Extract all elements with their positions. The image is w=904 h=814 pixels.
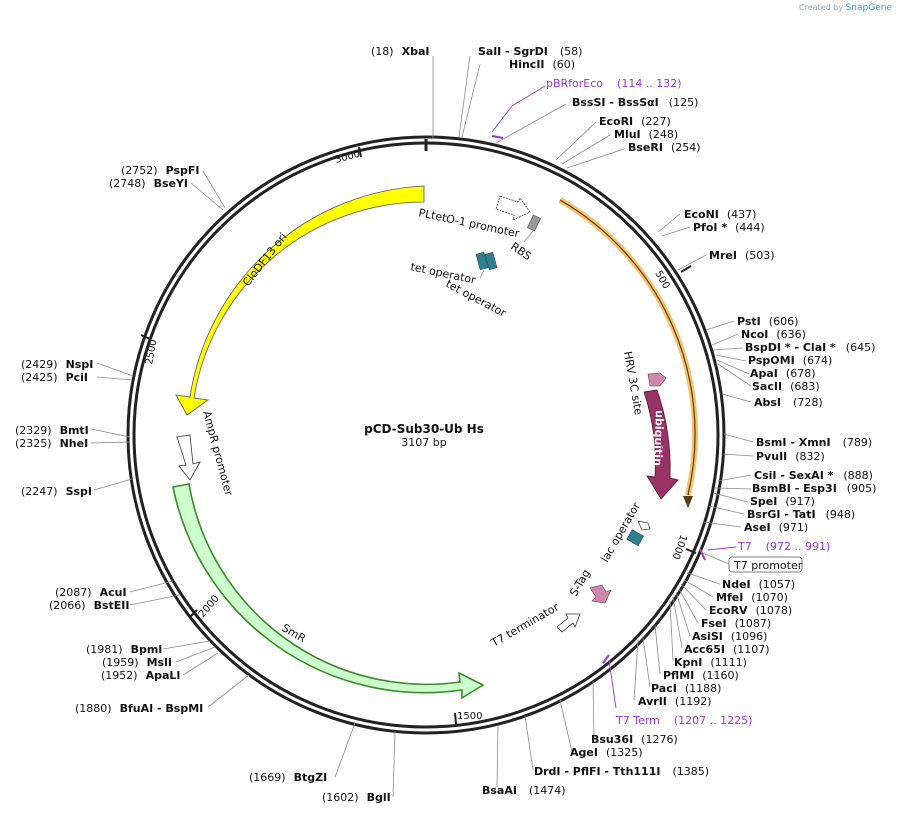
site-apali[interactable]: (1952)ApaLI (101, 669, 181, 682)
feature-tet-operators[interactable]: tet operator tet operator (409, 251, 509, 320)
plasmid-size: 3107 bp (401, 436, 446, 449)
feature-label-hrv-3c-site: HRV 3C site (621, 350, 645, 416)
site-bseri[interactable]: BseRI(254) (628, 141, 701, 154)
backbone-outer (126, 135, 726, 735)
site-bsrgi[interactable]: BsrGI - TatI(948) (747, 508, 855, 521)
tick-label-1500: 1500 (457, 711, 482, 722)
site-sspi[interactable]: (2247)SspI (21, 485, 92, 498)
snapgene-credit: Created by SnapGene (799, 3, 892, 13)
site-avrii[interactable]: AvrII(1192) (638, 695, 711, 708)
feature-label-tet-operator-2: tet operator (444, 277, 509, 320)
site-mrei[interactable]: MreI(503) (709, 249, 775, 262)
site-bsaai[interactable]: BsaAI(1474) (482, 784, 566, 797)
site-hincii[interactable]: HincII(60) (509, 58, 575, 71)
site-econi[interactable]: EcoNI(437) (684, 208, 756, 221)
site-mfei[interactable]: MfeI(1070) (716, 591, 788, 604)
feature-label-ubiquitin: ubiquitin (651, 410, 666, 466)
primer-range-t7-term: (1207 .. 1225) (674, 714, 753, 727)
site-bgli[interactable]: (1602)BglI (322, 791, 391, 804)
tick-label-1000: 1000 (669, 533, 688, 561)
primer-name-t7-term: T7 Term (615, 714, 660, 727)
primer-t7[interactable]: T7 (972 .. 991) (699, 540, 830, 561)
site-leaders (90, 55, 754, 798)
site-nspi[interactable]: (2429)NspI (21, 358, 93, 371)
site-pspfi[interactable]: (2752)PspFI (121, 164, 199, 177)
feature-t7-terminator[interactable]: T7 terminator (488, 600, 581, 650)
site-sali[interactable]: SalI - SgrDI(58) (478, 45, 582, 58)
feature-label-rbs: RBS (508, 240, 533, 263)
site-nhei[interactable]: (2325)NheI (15, 437, 88, 450)
site-spei[interactable]: SpeI(917) (750, 495, 815, 508)
site-acui[interactable]: (2087)AcuI (55, 586, 127, 599)
site-asisi[interactable]: AsiSI(1096) (692, 630, 767, 643)
site-drdi[interactable]: DrdI - PflFI - Tth111I(1385) (534, 765, 709, 778)
plasmid-name: pCD-Sub30-Ub Hs (364, 422, 484, 436)
primer-label-t7: T7 (972 .. 991) (737, 540, 830, 553)
site-btgzi[interactable]: (1669)BtgZI (249, 771, 327, 784)
site-kpni[interactable]: KpnI(1111) (674, 656, 747, 669)
site-psti[interactable]: PstI(606) (737, 315, 798, 328)
primer-range-t7: (972 .. 991) (766, 540, 831, 553)
feature-ubiquitin[interactable]: ubiquitin (643, 389, 679, 500)
site-bsssi[interactable]: BssSI - BssSαI(125) (572, 96, 698, 109)
site-bspdi[interactable]: BspDI * - ClaI *(645) (745, 341, 875, 354)
primer-name-t7: T7 (737, 540, 752, 553)
site-bseyi[interactable]: (2748)BseYI (109, 177, 188, 190)
tick-marks (140, 146, 697, 725)
tick-label-2500: 2500 (144, 339, 159, 366)
feature-label-tet-operator-1: tet operator (409, 260, 477, 287)
site-pflmi[interactable]: PflMI(1160) (663, 669, 739, 682)
site-pvuii[interactable]: PvuII(832) (756, 450, 825, 463)
site-msli[interactable]: (1959)MslI (102, 656, 172, 669)
site-mlui[interactable]: MluI(248) (614, 128, 678, 141)
feature-clodf13-ori[interactable]: CloDF13 ori (175, 185, 425, 416)
site-apai[interactable]: ApaI(678) (750, 367, 816, 380)
site-bsteii[interactable]: (2066)BstEII (49, 599, 129, 612)
site-paci[interactable]: PacI(1188) (651, 682, 721, 695)
primer-range-pbrforeco: (114 .. 132) (617, 77, 682, 90)
feature-label-clodf13-ori: CloDF13 ori (240, 230, 290, 288)
primer-label-t7-term: T7 Term (1207 .. 1225) (615, 714, 752, 727)
site-fsei[interactable]: FseI(1087) (701, 617, 771, 630)
credit-text: Created by (799, 3, 844, 12)
site-pspomi[interactable]: PspOMI(674) (748, 354, 832, 367)
feature-t7-promoter[interactable]: T7 promoter (702, 552, 803, 573)
primer-pbrforeco[interactable]: pBRforEco (114 .. 132) (491, 77, 682, 139)
feature-label-ampr-promoter: AmpR promoter (200, 409, 235, 497)
primer-label-pbrforeco: pBRforEco (114 .. 132) (546, 77, 682, 90)
site-pfoi[interactable]: PfoI *(444) (693, 221, 765, 234)
feature-s-tag[interactable]: S-Tag (567, 567, 612, 604)
site-absi[interactable]: AbsI(728) (754, 396, 823, 409)
site-acc65i[interactable]: Acc65I(1107) (684, 643, 770, 656)
feature-lac-operator[interactable]: lac operator (598, 500, 651, 565)
feature-label-s-tag: S-Tag (567, 567, 593, 598)
restriction-sites: (18)XbaI SalI - SgrDI(58) HincII(60) Bss… (15, 45, 876, 804)
site-ecorv[interactable]: EcoRV(1078) (709, 604, 792, 617)
feature-orf-arc[interactable] (558, 197, 698, 508)
feature-label-t7-terminator: T7 terminator (488, 600, 561, 650)
feature-smr[interactable]: SmR (172, 483, 485, 700)
site-ndei[interactable]: NdeI(1057) (722, 578, 795, 591)
site-bpmi[interactable]: (1981)BpmI (86, 643, 162, 656)
site-pcii[interactable]: (2425)PciI (21, 371, 88, 384)
snapgene-logo: SnapGene (845, 3, 892, 13)
site-ncoi[interactable]: NcoI(636) (741, 328, 806, 341)
site-bsu36i[interactable]: Bsu36I(1276) (591, 733, 678, 746)
feature-pltet-promoter[interactable]: PLtetO-1 promoter (417, 195, 531, 240)
site-bmti[interactable]: (2329)BmtI (15, 424, 89, 437)
site-sacii[interactable]: SacII(683) (752, 380, 820, 393)
site-ecori[interactable]: EcoRI(227) (599, 115, 671, 128)
site-asei[interactable]: AseI(971) (744, 521, 808, 534)
primer-name-pbrforeco: pBRforEco (546, 77, 603, 90)
site-agei[interactable]: AgeI(1325) (570, 746, 643, 759)
site-csii[interactable]: CsiI - SexAI *(888) (754, 469, 873, 482)
tick-label-2000: 2000 (197, 593, 222, 620)
site-xbai[interactable]: (18)XbaI (371, 45, 429, 58)
feature-label-t7-promoter: T7 promoter (733, 559, 803, 572)
primer-t7-term[interactable]: T7 Term (1207 .. 1225) (602, 654, 752, 727)
site-bfuai[interactable]: (1880)BfuAI - BspMI (75, 702, 203, 715)
site-bsmbi[interactable]: BsmBI - Esp3I(905) (752, 482, 876, 495)
site-bsmi[interactable]: BsmI - XmnI(789) (756, 436, 872, 449)
